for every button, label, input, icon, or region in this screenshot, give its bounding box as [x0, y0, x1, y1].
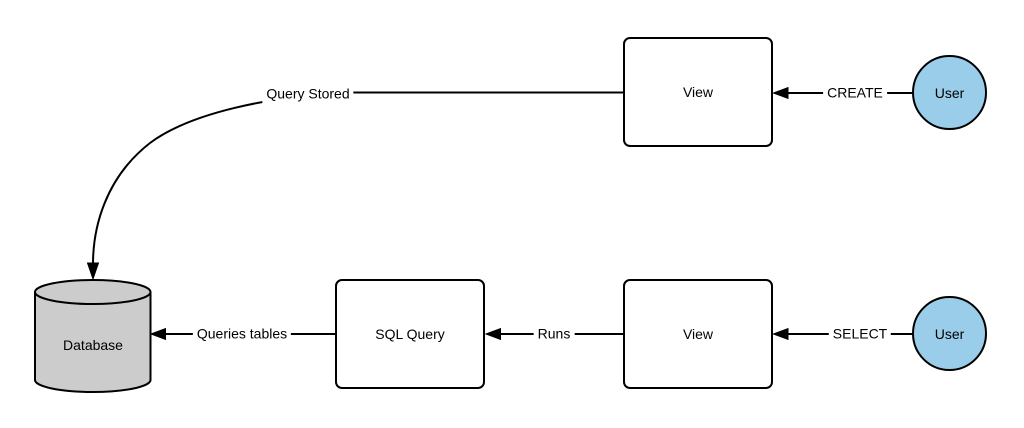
edge-runs-arrowhead — [484, 327, 501, 341]
user-node-bottom-label: User — [934, 325, 965, 342]
edge-query-stored-arrowhead — [86, 262, 100, 281]
database-node-shape[interactable] — [34, 279, 152, 393]
view-node-top-label: View — [682, 84, 714, 100]
sql-query-node-label: SQL Query — [375, 326, 445, 342]
user-node-top[interactable]: User — [912, 55, 987, 130]
edge-queries-tables-label[interactable]: Queries tables — [192, 325, 292, 343]
view-node-bottom[interactable]: View — [623, 279, 773, 389]
edge-select-label[interactable]: SELECT — [828, 325, 892, 343]
edge-create-arrowhead — [772, 86, 789, 100]
edge-queries-tables-arrowhead — [149, 327, 166, 341]
edge-query-stored-label[interactable]: Query Stored — [262, 85, 354, 103]
edge-select-arrowhead — [772, 327, 789, 341]
edge-query-stored-line[interactable] — [92, 91, 623, 265]
user-node-top-label: User — [934, 84, 965, 101]
edge-runs-label[interactable]: Runs — [533, 325, 575, 343]
edge-create-label[interactable]: CREATE — [823, 84, 887, 102]
database-node-label: Database — [63, 337, 123, 353]
view-node-top[interactable]: View — [623, 37, 773, 147]
view-node-bottom-label: View — [682, 326, 714, 342]
sql-query-node[interactable]: SQL Query — [335, 279, 485, 389]
user-node-bottom[interactable]: User — [912, 296, 987, 371]
